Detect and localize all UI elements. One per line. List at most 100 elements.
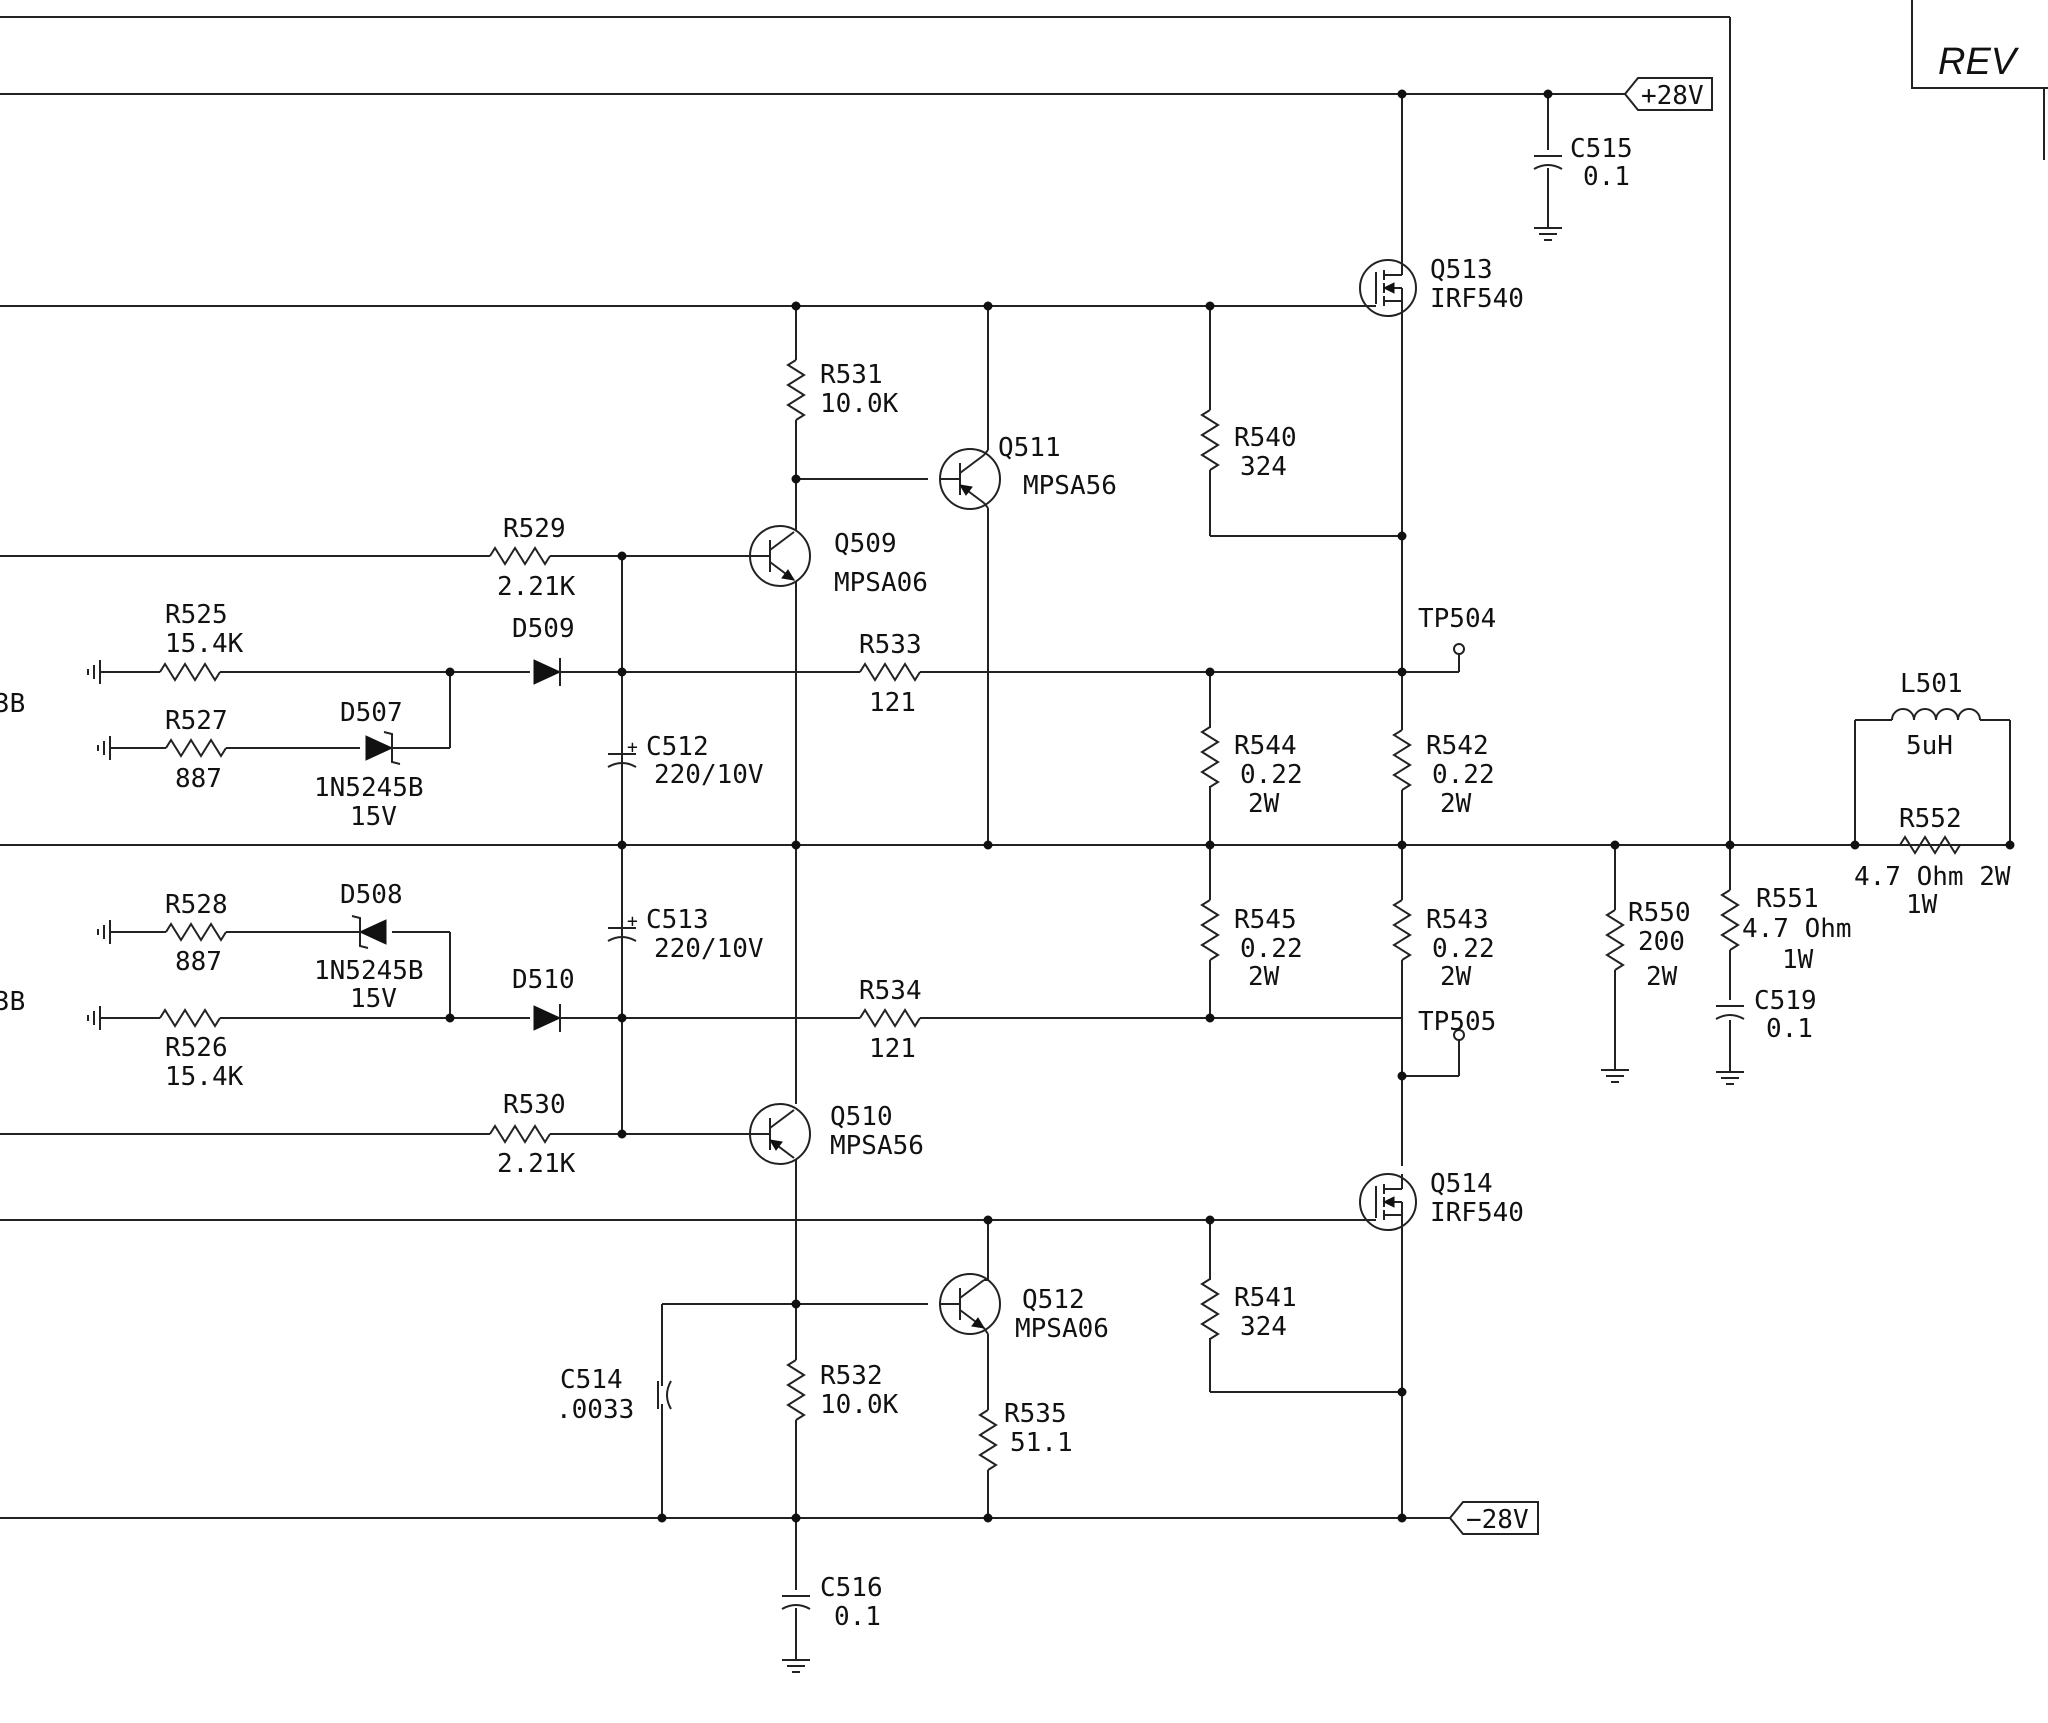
- resistor-r544: R544 0.22 2W: [1201, 726, 1303, 819]
- transistor-q510: Q510 MPSA56: [749, 1102, 924, 1165]
- rail-pos-label: +28V: [1641, 81, 1704, 111]
- r545-power: 2W: [1248, 962, 1280, 992]
- l501-value: 5uH: [1906, 731, 1953, 761]
- d507-ref: D507: [340, 698, 403, 728]
- resistor-r533: R533 121: [859, 630, 922, 718]
- mosfet-q513: Q513 IRF540: [1359, 255, 1524, 317]
- q512-ref: Q512: [1022, 1285, 1085, 1315]
- r552-power: 1W: [1906, 890, 1938, 920]
- c512-value: 220/10V: [654, 760, 764, 790]
- resistor-r530: R530 2.21K: [489, 1090, 576, 1179]
- resistor-r542: R542 0.22 2W: [1393, 729, 1495, 819]
- transistor-q511: Q511 MPSA56: [939, 433, 1117, 510]
- c514-ref: C514: [560, 1365, 623, 1395]
- q512-part: MPSA06: [1015, 1314, 1109, 1344]
- resistor-r545: R545 0.22 2W: [1201, 899, 1303, 992]
- resistor-r551: R551 4.7 Ohm 1W: [1721, 884, 1852, 975]
- resistor-r552: R552 4.7 Ohm 2W 1W: [1854, 804, 2011, 920]
- q510-ref: Q510: [830, 1102, 893, 1132]
- r531-value: 10.0K: [820, 389, 899, 419]
- q514-ref: Q514: [1430, 1169, 1493, 1199]
- c513-value: 220/10V: [654, 934, 764, 964]
- q513-ref: Q513: [1430, 255, 1493, 285]
- c515-ref: C515: [1570, 134, 1633, 164]
- d508-ref: D508: [340, 880, 403, 910]
- r526-value: 15.4K: [165, 1062, 244, 1092]
- resistor-r529: R529 2.21K: [489, 514, 576, 602]
- r543-power: 2W: [1440, 962, 1472, 992]
- r530-value: 2.21K: [497, 1149, 576, 1179]
- rev-label: REV: [1938, 41, 2020, 83]
- r540-ref: R540: [1234, 423, 1297, 453]
- resistor-r532: R532 10.0K: [787, 1359, 899, 1421]
- c516-ref: C516: [820, 1573, 883, 1603]
- capacitor-c514: C514 .0033: [556, 1365, 672, 1425]
- zener-d507: D507 1N5245B 15V: [314, 698, 424, 832]
- c514-value: .0033: [556, 1395, 634, 1425]
- d509-ref: D509: [512, 614, 575, 644]
- rail-flag-pos: +28V: [1623, 77, 1713, 111]
- q511-ref: Q511: [998, 433, 1061, 463]
- resistor-r528: R528 887: [97, 890, 228, 977]
- r552-value: 4.7 Ohm 2W: [1854, 862, 2011, 892]
- r551-ref: R551: [1756, 884, 1819, 914]
- resistor-r526: R526 15.4K: [87, 1005, 244, 1092]
- r533-ref: R533: [859, 630, 922, 660]
- r528-value: 887: [175, 947, 222, 977]
- resistor-r527: R527 887: [97, 706, 228, 794]
- r531-ref: R531: [820, 360, 883, 390]
- r550-ref: R550: [1628, 898, 1691, 928]
- transistor-q512: Q512 MPSA06: [939, 1273, 1109, 1344]
- r525-value: 15.4K: [165, 629, 244, 659]
- test-point-tp505: TP505: [1418, 1007, 1496, 1041]
- r545-ref: R545: [1234, 905, 1297, 935]
- q510-part: MPSA56: [830, 1131, 924, 1161]
- d508-voltage: 15V: [350, 984, 397, 1014]
- r543-value: 0.22: [1432, 934, 1495, 964]
- resistor-r541: R541 324: [1201, 1278, 1297, 1342]
- c513-ref: C513: [646, 905, 709, 935]
- tp504-label: TP504: [1418, 604, 1496, 634]
- resistor-r535: R535 51.1: [979, 1399, 1073, 1471]
- r542-power: 2W: [1440, 789, 1472, 819]
- q513-part: IRF540: [1430, 284, 1524, 314]
- rail-neg-label: −28V: [1466, 1505, 1529, 1535]
- r532-ref: R532: [820, 1361, 883, 1391]
- r540-value: 324: [1240, 452, 1287, 482]
- l501-ref: L501: [1900, 669, 1963, 699]
- r534-ref: R534: [859, 976, 922, 1006]
- resistor-r534: R534 121: [859, 976, 922, 1064]
- r542-value: 0.22: [1432, 760, 1495, 790]
- r544-power: 2W: [1248, 789, 1280, 819]
- d507-part: 1N5245B: [314, 773, 424, 803]
- c519-ref: C519: [1754, 986, 1817, 1016]
- d510-ref: D510: [512, 965, 575, 995]
- r526-ref: R526: [165, 1033, 228, 1063]
- r534-value: 121: [869, 1034, 916, 1064]
- r525-ref: R525: [165, 600, 228, 630]
- capacitor-c515: C515 0.1: [1533, 134, 1633, 241]
- resistor-r531: R531 10.0K: [787, 359, 899, 421]
- r528-ref: R528: [165, 890, 228, 920]
- r541-value: 324: [1240, 1312, 1287, 1342]
- transistor-q509: Q509 MPSA06: [749, 525, 928, 598]
- r550-value: 200: [1638, 927, 1685, 957]
- resistor-r543: R543 0.22 2W: [1393, 899, 1495, 992]
- r533-value: 121: [869, 688, 916, 718]
- r551-power: 1W: [1782, 945, 1814, 975]
- junctions: [445, 89, 2015, 1523]
- capacitor-c519: C519 0.1: [1715, 986, 1817, 1085]
- capacitor-c516: C516 0.1: [781, 1573, 883, 1673]
- r529-ref: R529: [503, 514, 566, 544]
- q509-part: MPSA06: [834, 568, 928, 598]
- r545-value: 0.22: [1240, 934, 1303, 964]
- c513-plus: +: [627, 911, 638, 932]
- c519-value: 0.1: [1766, 1014, 1813, 1044]
- r529-value: 2.21K: [497, 572, 576, 602]
- r551-value: 4.7 Ohm: [1742, 914, 1852, 944]
- inductor-l501: L501 5uH: [1891, 669, 1981, 761]
- d508-part: 1N5245B: [314, 956, 424, 986]
- resistor-r525: R525 15.4K: [87, 600, 244, 685]
- rail-flag-neg: −28V: [1448, 1501, 1539, 1535]
